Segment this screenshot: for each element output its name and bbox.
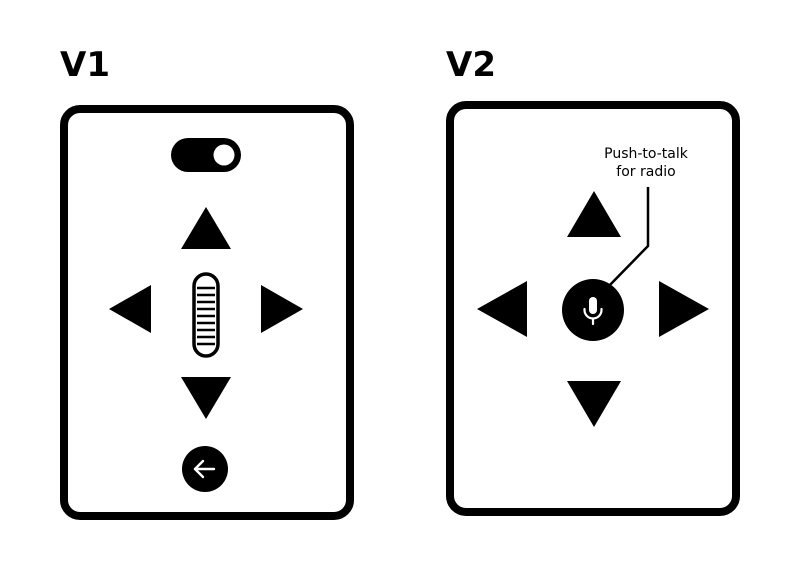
push-to-talk-button[interactable] (561, 278, 625, 342)
down-arrow-button[interactable] (566, 380, 622, 428)
toggle-switch[interactable] (170, 137, 242, 173)
right-arrow-button[interactable] (260, 284, 304, 334)
left-arrow-button[interactable] (476, 280, 528, 338)
back-arrow-icon (193, 459, 216, 479)
callout-label: Push-to-talk for radio (596, 145, 696, 181)
callout-line-1: Push-to-talk (604, 146, 688, 162)
version-title-v1: V1 (60, 45, 110, 85)
version-title-v2: V2 (446, 45, 496, 85)
scroll-wheel-icon[interactable] (192, 272, 220, 358)
right-arrow-button[interactable] (658, 280, 710, 338)
up-arrow-button[interactable] (566, 190, 622, 238)
down-arrow-button[interactable] (180, 376, 232, 420)
toggle-knob (213, 144, 235, 166)
callout-line-2: for radio (616, 164, 676, 180)
back-button[interactable] (181, 445, 229, 493)
up-arrow-button[interactable] (180, 206, 232, 250)
callout-leader-line (604, 187, 650, 291)
microphone-icon (583, 297, 603, 326)
left-arrow-button[interactable] (108, 284, 152, 334)
